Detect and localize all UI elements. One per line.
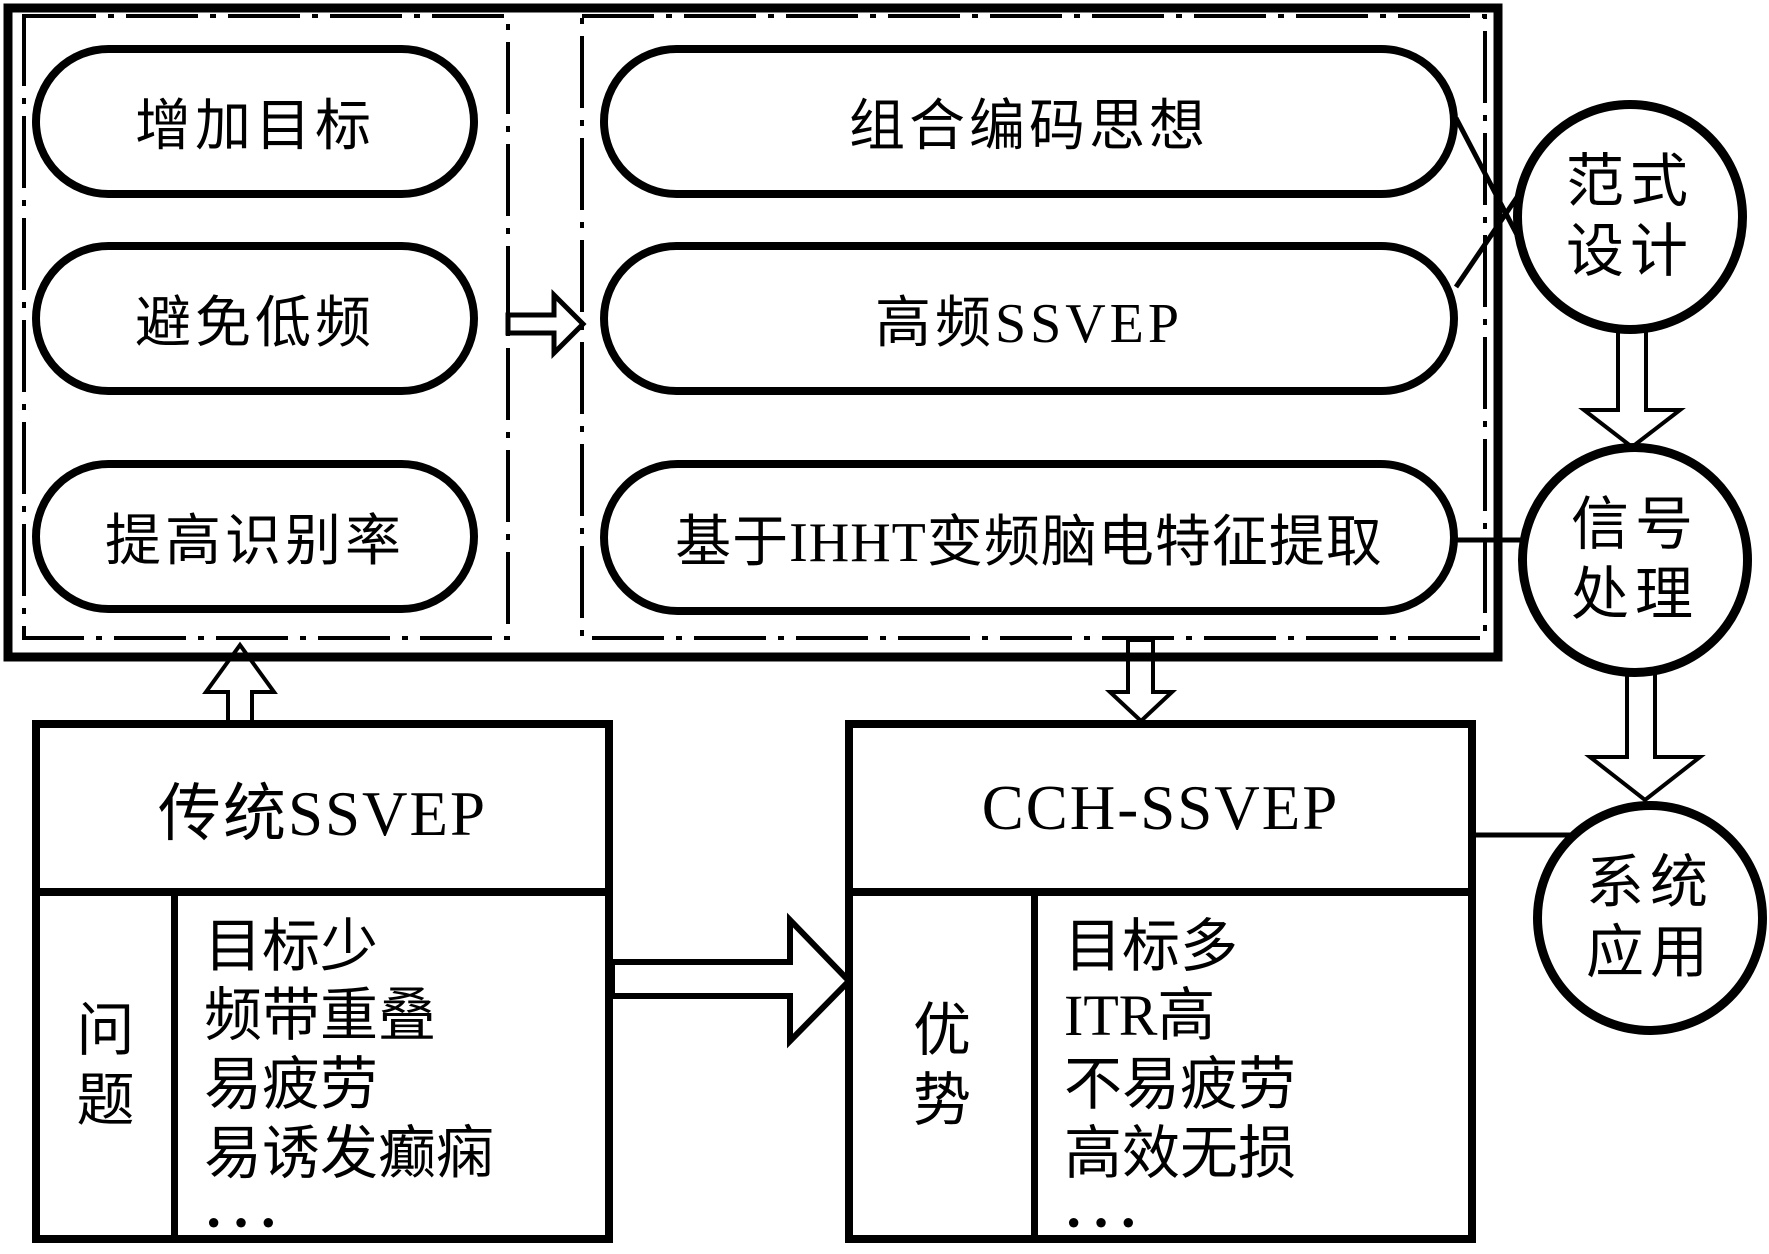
arrow-right-traditional-to-cch [609,912,854,1049]
traditional-item: 频带重叠 [204,983,437,1048]
circle-paradigm-design: 范式设计 [1513,100,1747,334]
traditional-ssvep-box: 传统SSVEP 问题 目标少 频带重叠 易疲劳 易诱发癫痫 ··· [32,720,613,1254]
methods-dashed-frame [580,14,1487,640]
circle-signal-processing-label: 信号处理 [1571,492,1700,627]
circle-system-application-label: 系统应用 [1586,850,1715,985]
pill-avoid-low-frequency: 避免低频 [32,242,478,395]
circle-system-application: 系统应用 [1533,801,1767,1035]
cch-item: 高效无损 [1064,1121,1297,1186]
cch-item: 不易疲劳 [1064,1052,1297,1117]
circle-signal-processing: 信号处理 [1518,443,1752,677]
goals-dashed-frame [22,14,510,640]
cch-row-label: 优势 [912,997,971,1133]
traditional-items: 目标少 频带重叠 易疲劳 易诱发癫痫 ··· [178,896,605,1254]
pill-ihht-feature-extraction-label: 基于IHHT变频脑电特征提取 [675,512,1383,574]
pill-avoid-low-frequency-label: 避免低频 [135,293,375,355]
pill-combined-coding-label: 组合编码思想 [849,96,1209,158]
circle-paradigm-design-label: 范式设计 [1566,149,1695,284]
arrow-down-signal-to-system [1584,671,1706,803]
pill-improve-recognition: 提高识别率 [32,460,478,613]
outer-frame [3,3,1503,662]
traditional-ssvep-title: 传统SSVEP [40,728,605,896]
arrow-down-paradigm-to-signal [1578,328,1686,450]
traditional-item: 目标少 [204,914,379,979]
pill-increase-targets: 增加目标 [32,45,478,198]
pill-increase-targets-label: 增加目标 [135,96,375,158]
pill-high-frequency-ssvep-label: 高频SSVEP [874,293,1184,355]
traditional-item-ellipsis: ··· [204,1190,287,1254]
traditional-ssvep-body: 问题 目标少 频带重叠 易疲劳 易诱发癫痫 ··· [40,896,605,1254]
pill-ihht-feature-extraction: 基于IHHT变频脑电特征提取 [600,460,1458,615]
traditional-row-label: 问题 [76,997,135,1133]
cch-ssvep-box: CCH-SSVEP 优势 目标多 ITR高 不易疲劳 高效无损 ··· [845,720,1476,1254]
cch-ssvep-body: 优势 目标多 ITR高 不易疲劳 高效无损 ··· [853,896,1468,1254]
pill-combined-coding: 组合编码思想 [600,45,1458,198]
cch-ssvep-title: CCH-SSVEP [853,728,1468,896]
cch-item-ellipsis: ··· [1064,1190,1147,1254]
cch-item: 目标多 [1064,914,1239,979]
cch-item: ITR高 [1064,983,1216,1048]
arrow-right-lowfreq-to-highfreq [505,288,587,360]
pill-improve-recognition-label: 提高识别率 [105,511,405,573]
cch-row-label-cell: 优势 [853,896,1038,1235]
arrow-down-panel-to-cch [1104,638,1178,724]
traditional-row-label-cell: 问题 [40,896,178,1235]
traditional-item: 易疲劳 [204,1052,379,1117]
cch-items: 目标多 ITR高 不易疲劳 高效无损 ··· [1038,896,1468,1254]
traditional-item: 易诱发癫痫 [204,1121,495,1186]
pill-high-frequency-ssvep: 高频SSVEP [600,242,1458,395]
